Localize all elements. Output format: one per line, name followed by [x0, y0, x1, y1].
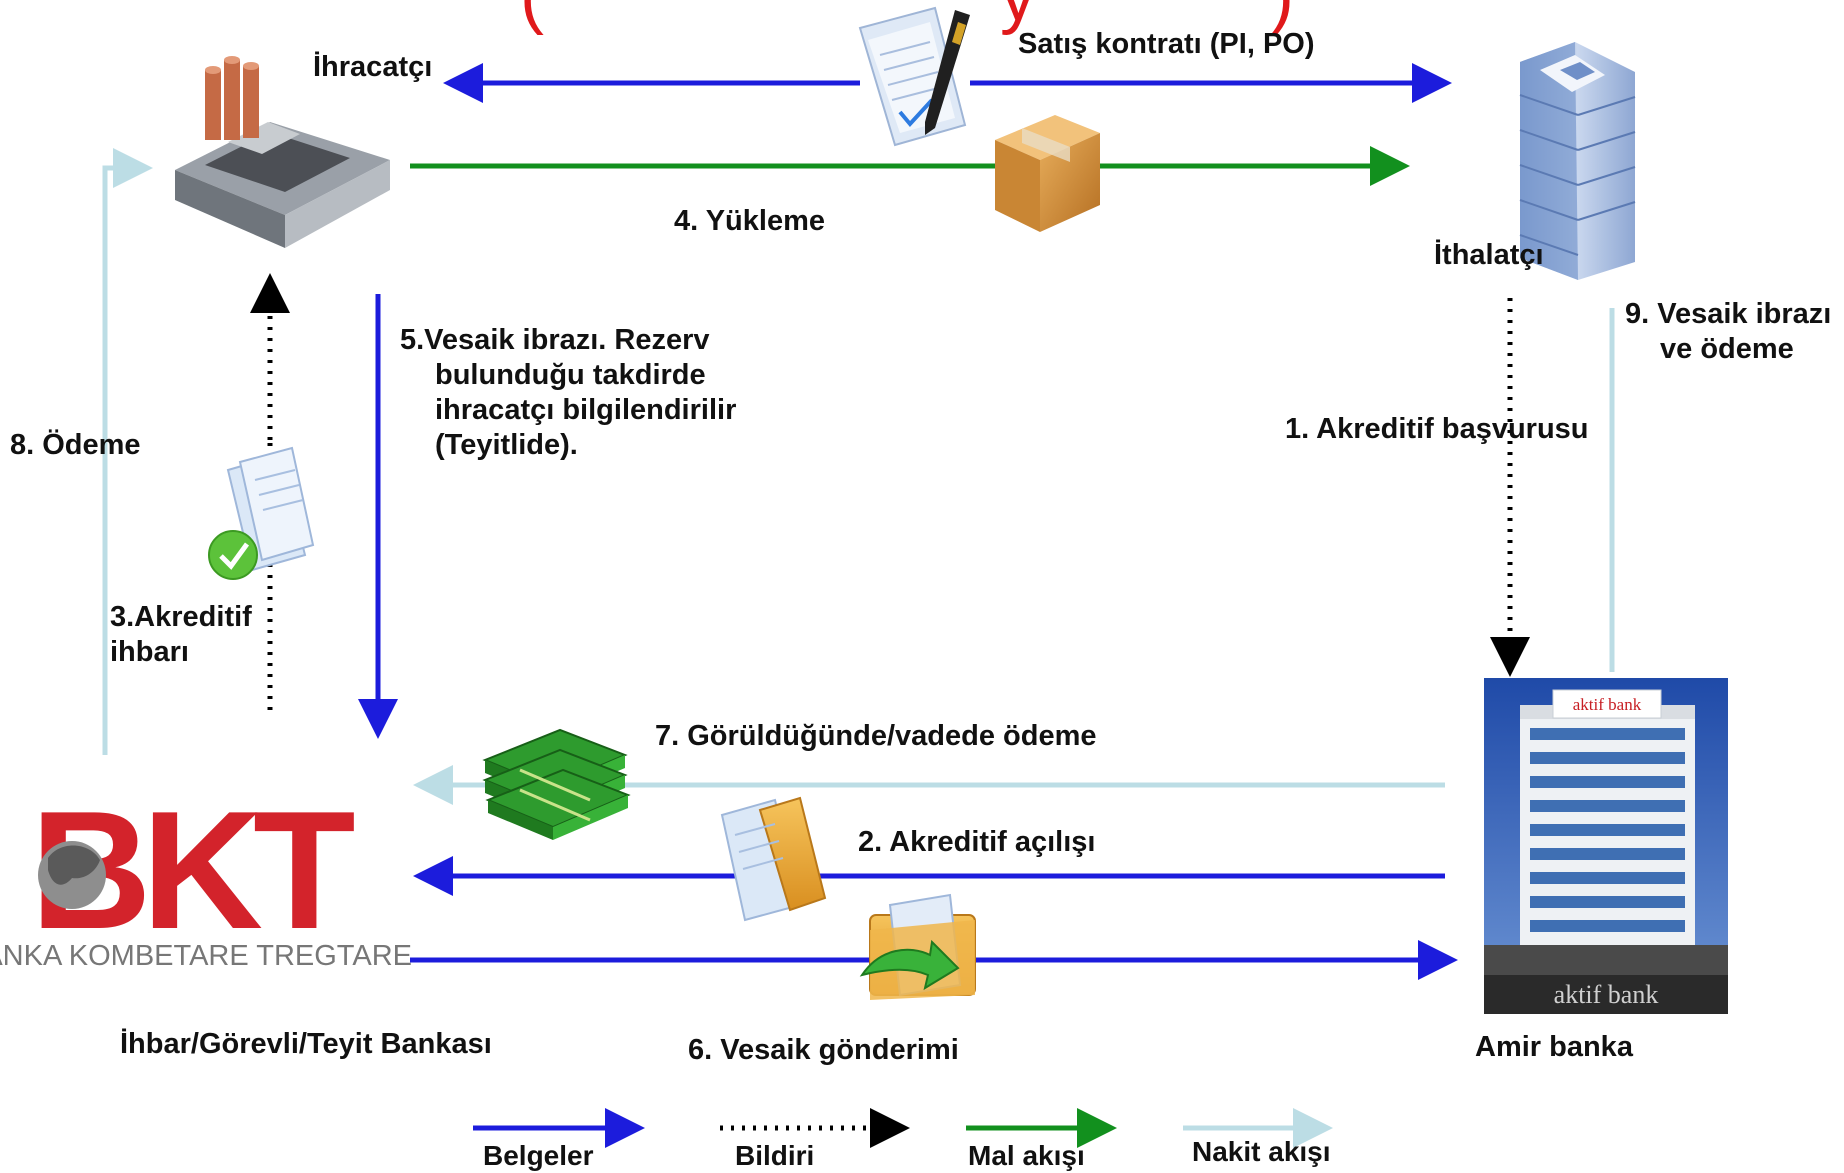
step-6-label: 6. Vesaik gönderimi — [688, 1034, 959, 1066]
importer-label: İthalatçı — [1434, 239, 1544, 271]
step-8-label: 8. Ödeme — [10, 429, 141, 461]
step-9-label: 9. Vesaik ibrazı ve ödeme — [1625, 297, 1835, 367]
step-1-label: 1. Akreditif başvurusu — [1285, 413, 1589, 445]
building-window-band — [1530, 824, 1685, 836]
title-fragment-mid: y — [1000, 0, 1036, 32]
legend-documents-label: Belgeler — [483, 1140, 594, 1171]
step-5-line-2: bulunduğu takdirde — [435, 359, 706, 391]
step-7-label: 7. Görüldüğünde/vadede ödeme — [655, 720, 1097, 752]
building-window-band — [1530, 776, 1685, 788]
building-window-band — [1530, 872, 1685, 884]
title-fragment-left: ( — [520, 0, 544, 32]
step-3-line-1: 3.Akreditif — [110, 601, 252, 633]
package-icon — [995, 115, 1100, 232]
legend-notice-label: Bildiri — [735, 1140, 815, 1171]
advising-bank-label: İhbar/Görevli/Teyit Bankası — [120, 1028, 492, 1060]
building-window-band — [1530, 920, 1685, 932]
approved-document-icon — [208, 446, 315, 580]
money-stack-icon — [482, 728, 631, 840]
legend-goods-label: Mal akışı — [968, 1140, 1085, 1171]
step-5-line-1: 5.Vesaik ibrazı. Rezerv — [400, 324, 710, 356]
factory-icon — [175, 56, 390, 248]
step-5-line-3: ihracatçı bilgilendirilir — [435, 394, 737, 426]
step-5-label: 5.Vesaik ibrazı. Rezerv bulunduğu takdir… — [400, 323, 760, 463]
folder-documents-icon — [720, 796, 827, 922]
building-window-band — [1530, 752, 1685, 764]
issuing-bank-label: Amir banka — [1475, 1031, 1633, 1063]
building-window-band — [1530, 848, 1685, 860]
bkt-logo: BKT BANKA KOMBETARE TREGTARE — [0, 776, 412, 972]
skyscraper-icon — [1519, 42, 1636, 280]
step-5-line-4: (Teyitlide). — [435, 429, 578, 461]
building-window-band — [1530, 896, 1685, 908]
payment-arrow — [102, 148, 153, 755]
bank-sign-top: aktif bank — [1573, 695, 1642, 714]
step-9-line-1: 9. Vesaik ibrazı — [1625, 298, 1832, 330]
contract-label: Satış kontratı (PI, PO) — [1018, 28, 1315, 60]
contract-pen-icon — [858, 6, 970, 147]
bank-sign-bottom: aktif bank — [1554, 980, 1659, 1009]
step-3-label: 3.Akreditif ihbarı — [110, 600, 270, 670]
exporter-label: İhracatçı — [313, 51, 433, 83]
step-3-line-2: ihbarı — [110, 636, 189, 668]
building-window-band — [1530, 800, 1685, 812]
folder-send-icon — [859, 893, 976, 1000]
building-window-band — [1530, 728, 1685, 740]
issuing-bank-building-icon: aktif bank aktif bank — [1484, 678, 1728, 1014]
step-9-line-2: ve ödeme — [1660, 333, 1794, 365]
title-fragment-right: ) — [1270, 0, 1294, 32]
step-4-label: 4. Yükleme — [674, 205, 826, 237]
step-2-label: 2. Akreditif açılışı — [858, 826, 1096, 858]
bkt-logo-caption: BANKA KOMBETARE TREGTARE — [0, 940, 412, 972]
legend-cash-label: Nakit akışı — [1192, 1136, 1331, 1167]
